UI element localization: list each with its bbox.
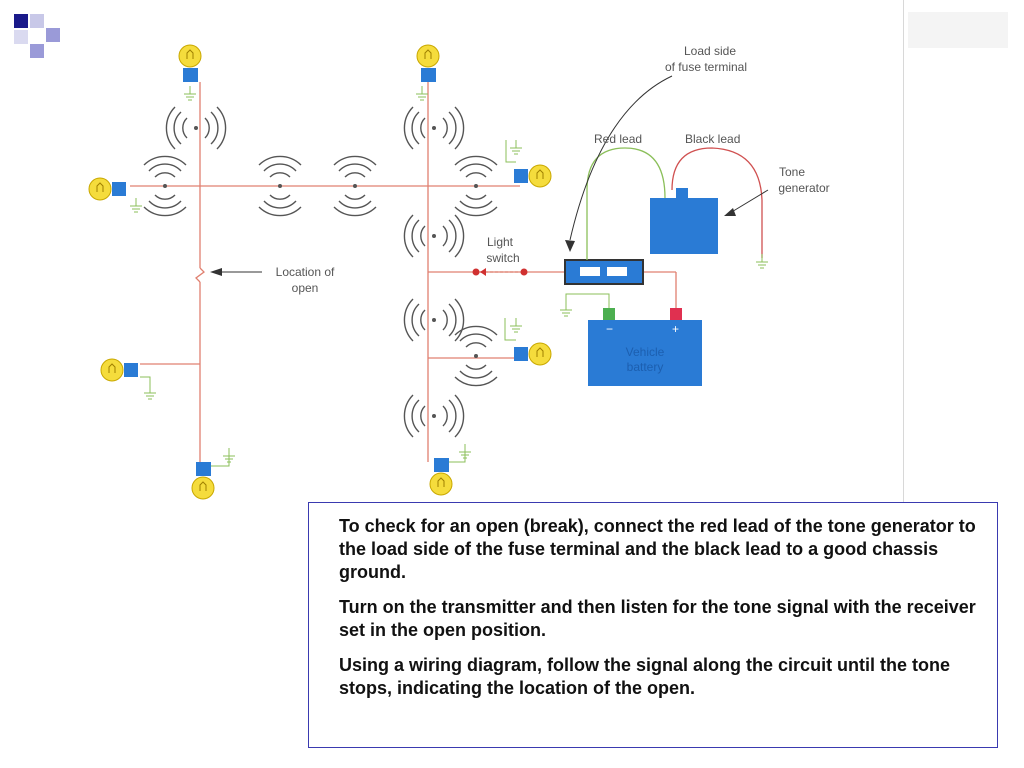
caption-paragraph: To check for an open (break), connect th… (339, 516, 976, 582)
load-side-arrowhead (565, 240, 575, 252)
fuse-block-icon (564, 259, 644, 285)
label-black-lead: Black lead (685, 132, 740, 146)
slide-divider (903, 0, 904, 505)
caption-paragraph: Turn on the transmitter and then listen … (339, 597, 976, 640)
signal-waves-icon (403, 106, 465, 150)
ground-icon (559, 301, 573, 317)
signal-waves-icon (403, 394, 465, 438)
logo-square-faint (14, 30, 28, 44)
tone-generator-arrow (729, 189, 769, 214)
bulb-icon (505, 139, 552, 188)
bulb-icon (191, 447, 236, 500)
caption-box: To check for an open (break), connect th… (308, 502, 998, 748)
battery-ground-wire (565, 293, 610, 308)
ground-icon (755, 253, 769, 269)
label-load-side-line2: of fuse terminal (665, 60, 747, 74)
label-light-switch-line2: switch (486, 251, 519, 265)
bulb-icon (415, 44, 440, 101)
signal-waves-icon (403, 214, 465, 258)
open-location-arrowhead (210, 268, 222, 276)
signal-waves-icon (165, 106, 227, 150)
tone-generator-icon (650, 188, 718, 254)
label-tone-generator-line1: Tone (779, 165, 805, 179)
open-break-mark (195, 267, 205, 283)
label-load-side-line1: Load side (684, 44, 736, 58)
faint-placeholder (908, 12, 1008, 48)
label-battery-line2: battery (627, 360, 664, 374)
slide-logo (14, 14, 60, 58)
label-red-lead: Red lead (594, 132, 642, 146)
logo-square-dark (14, 14, 28, 28)
bulb-icon (178, 44, 202, 101)
label-battery-line1: Vehicle (626, 345, 665, 359)
bulb-icon (429, 443, 472, 496)
battery-positive-sign: + (672, 322, 679, 336)
bulb-icon (100, 358, 157, 400)
load-side-arrow (569, 75, 673, 241)
red-lead (586, 147, 666, 260)
logo-square-mid (46, 28, 60, 42)
black-lead (671, 147, 763, 258)
logo-square-light (30, 14, 44, 28)
label-location-line1: Location of (276, 265, 335, 279)
bulb-icon (88, 177, 143, 213)
logo-square-mid (30, 44, 44, 58)
caption-paragraph: Using a wiring diagram, follow the signa… (339, 655, 951, 698)
circuit-wires (130, 82, 677, 470)
light-switch (472, 268, 528, 276)
bulb-icon (504, 317, 552, 366)
label-location-line2: open (292, 281, 319, 295)
tone-generator-arrowhead (724, 208, 736, 216)
signal-waves-icon (454, 325, 498, 387)
battery-icon (588, 308, 702, 386)
battery-negative-sign: − (606, 322, 613, 336)
signal-waves-icon (403, 298, 465, 342)
label-light-switch-line1: Light (487, 235, 514, 249)
label-tone-generator-line2: generator (778, 181, 829, 195)
